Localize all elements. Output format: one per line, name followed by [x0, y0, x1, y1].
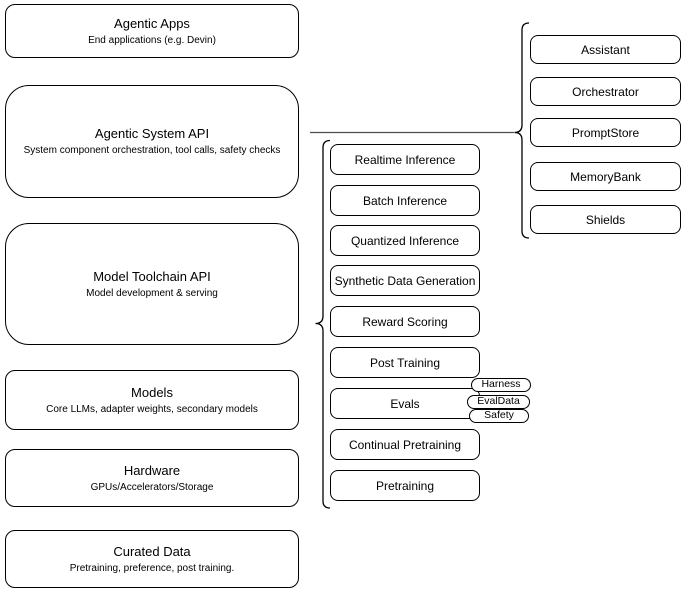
- node-curated-data: Curated Data Pretraining, preference, po…: [5, 530, 299, 588]
- node-title: Agentic Apps: [114, 15, 190, 31]
- node-subtitle: GPUs/Accelerators/Storage: [90, 481, 214, 493]
- pill-evaldata: EvalData: [467, 395, 530, 409]
- node-title: Curated Data: [113, 543, 191, 559]
- components-brace: [514, 22, 530, 239]
- node-title: Hardware: [123, 462, 181, 478]
- node-evals: Evals: [330, 388, 480, 419]
- node-assistant: Assistant: [530, 35, 681, 64]
- pill-harness: Harness: [471, 378, 531, 392]
- toolchain-brace: [315, 139, 331, 509]
- node-title: Model Toolchain API: [93, 268, 211, 284]
- pill-safety: Safety: [469, 409, 529, 423]
- node-title: Agentic System API: [94, 126, 210, 141]
- node-subtitle: Core LLMs, adapter weights, secondary mo…: [46, 403, 258, 415]
- node-synthetic-data-generation: Synthetic Data Generation: [330, 265, 480, 296]
- node-subtitle: Pretraining, preference, post training.: [69, 562, 235, 574]
- node-reward-scoring: Reward Scoring: [330, 306, 480, 337]
- node-continual-pretraining: Continual Pretraining: [330, 429, 480, 460]
- node-subtitle: End applications (e.g. Devin): [88, 34, 216, 46]
- node-quantized-inference: Quantized Inference: [330, 225, 480, 256]
- node-shields: Shields: [530, 205, 681, 234]
- node-orchestrator: Orchestrator: [530, 77, 681, 106]
- node-realtime-inference: Realtime Inference: [330, 144, 480, 175]
- node-agentic-apps: Agentic Apps End applications (e.g. Devi…: [5, 4, 299, 58]
- node-promptstore: PromptStore: [530, 118, 681, 147]
- node-subtitle: System component orchestration, tool cal…: [23, 145, 281, 156]
- node-title: Models: [131, 384, 173, 400]
- node-subtitle: Model development & serving: [86, 287, 218, 299]
- node-models: Models Core LLMs, adapter weights, secon…: [5, 370, 299, 430]
- node-batch-inference: Batch Inference: [330, 185, 480, 216]
- node-memorybank: MemoryBank: [530, 162, 681, 191]
- node-agentic-system-api: Agentic System API System component orch…: [5, 85, 299, 198]
- node-hardware: Hardware GPUs/Accelerators/Storage: [5, 449, 299, 507]
- node-post-training: Post Training: [330, 347, 480, 378]
- node-model-toolchain-api: Model Toolchain API Model development & …: [5, 223, 299, 345]
- node-pretraining: Pretraining: [330, 470, 480, 501]
